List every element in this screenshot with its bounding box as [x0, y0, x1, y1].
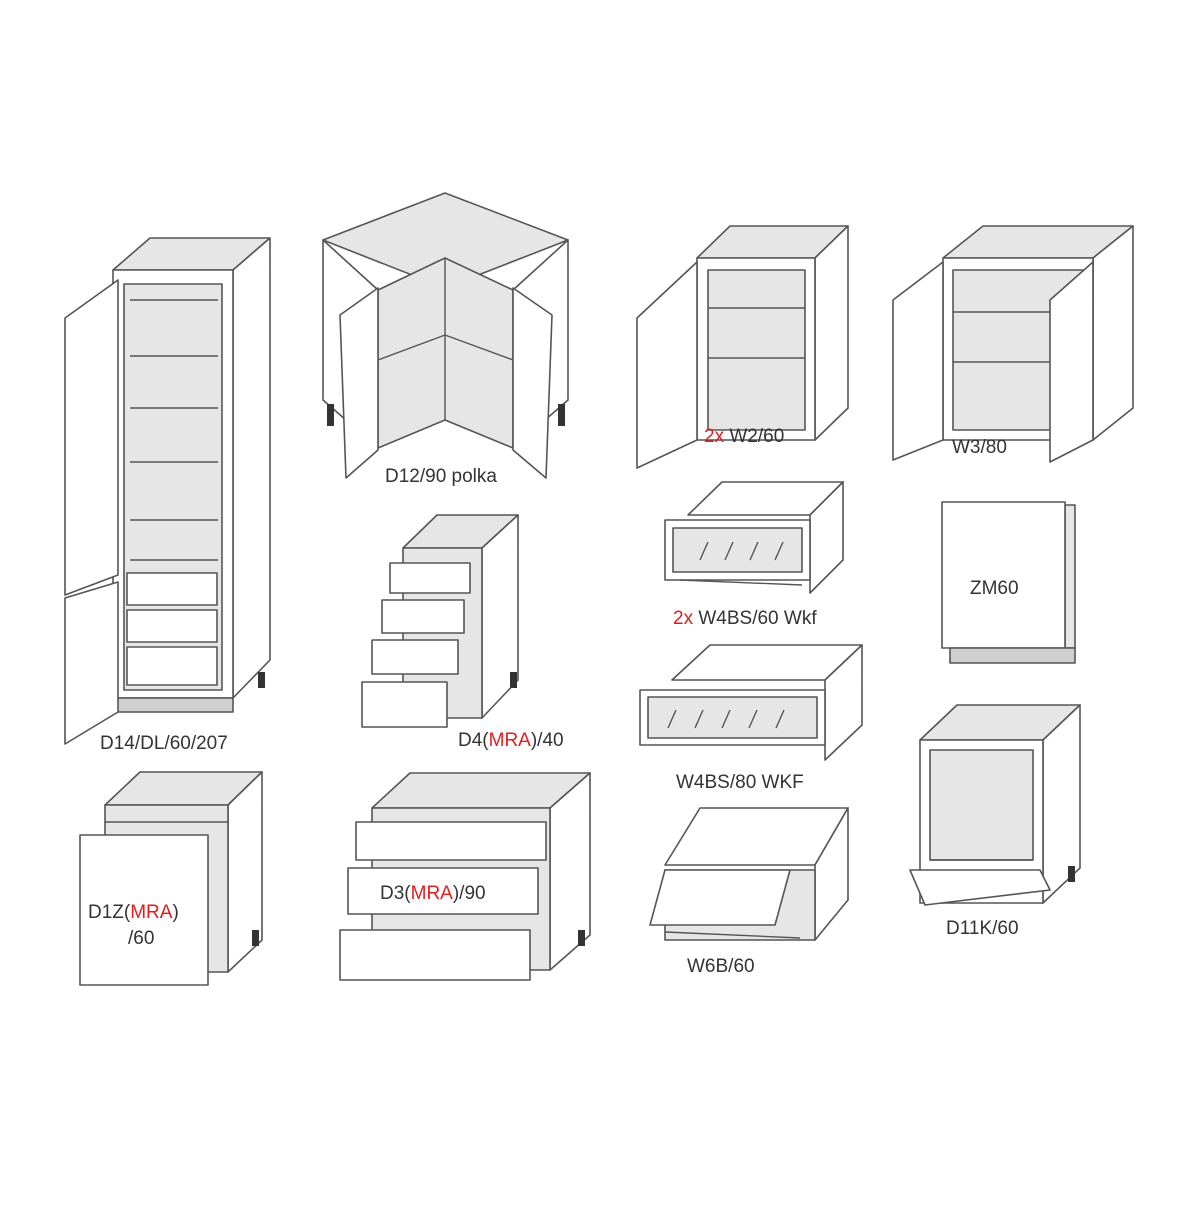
- cabinet-w4bs-60: [664, 481, 844, 594]
- item-code-suffix: )/40: [530, 730, 564, 751]
- item-code: W2/60: [729, 426, 785, 447]
- item-code-suffix: )/90: [452, 883, 486, 904]
- item-code-line2: /60: [128, 928, 155, 949]
- label-d12: D12/90 polka: [385, 466, 497, 488]
- cabinet-w3-wall: [892, 225, 1134, 463]
- item-code-highlight: MRA: [410, 883, 453, 904]
- cabinet-d1z-pullout: [79, 771, 263, 986]
- cabinet-d11k-oven: [909, 704, 1081, 906]
- label-d11k: D11K/60: [946, 918, 1019, 940]
- cabinet-w6b-flap: [649, 807, 849, 941]
- label-w4bs-80: W4BS/80 WKF: [676, 772, 804, 794]
- label-d3: D3(MRA)/90: [380, 883, 486, 905]
- label-w3: W3/80: [952, 437, 1007, 459]
- item-code: ZM60: [970, 578, 1019, 599]
- label-d1z: D1Z(MRA): [88, 902, 179, 924]
- item-code: W6B/60: [687, 956, 755, 977]
- item-code: W4BS/80 WKF: [676, 772, 804, 793]
- cabinet-w2-wall: [636, 225, 849, 469]
- label-w4bs-60: 2x W4BS/60 Wkf: [673, 608, 817, 630]
- label-d14: D14/DL/60/207: [100, 733, 228, 755]
- label-zm60: ZM60: [970, 578, 1019, 600]
- item-code-highlight: MRA: [130, 902, 173, 923]
- item-code-prefix: D4(: [458, 730, 489, 751]
- item-code-suffix: ): [172, 902, 179, 923]
- panel-zm60: [941, 501, 1076, 664]
- label-w2: 2x W2/60: [704, 426, 784, 448]
- cabinet-w4bs-80: [639, 644, 863, 761]
- item-code: D11K/60: [946, 918, 1019, 939]
- label-d1z-line2: /60: [128, 928, 154, 950]
- item-code: D14/DL/60/207: [100, 733, 228, 754]
- cabinet-d3-drawers: [339, 772, 591, 981]
- label-d4: D4(MRA)/40: [458, 730, 564, 752]
- item-code: W3/80: [952, 437, 1007, 458]
- cabinet-d4-drawers: [361, 514, 519, 728]
- item-code-highlight: MRA: [488, 730, 531, 751]
- item-code: D12/90 polka: [385, 466, 497, 487]
- label-w6b: W6B/60: [687, 956, 755, 978]
- item-code-prefix: D1Z(: [88, 902, 131, 923]
- item-qty: 2x: [673, 608, 694, 629]
- item-code: W4BS/60 Wkf: [698, 608, 817, 629]
- cabinet-d14-tall: [64, 237, 271, 745]
- item-code-prefix: D3(: [380, 883, 411, 904]
- cabinet-d12-corner: [322, 192, 569, 479]
- item-qty: 2x: [704, 426, 725, 447]
